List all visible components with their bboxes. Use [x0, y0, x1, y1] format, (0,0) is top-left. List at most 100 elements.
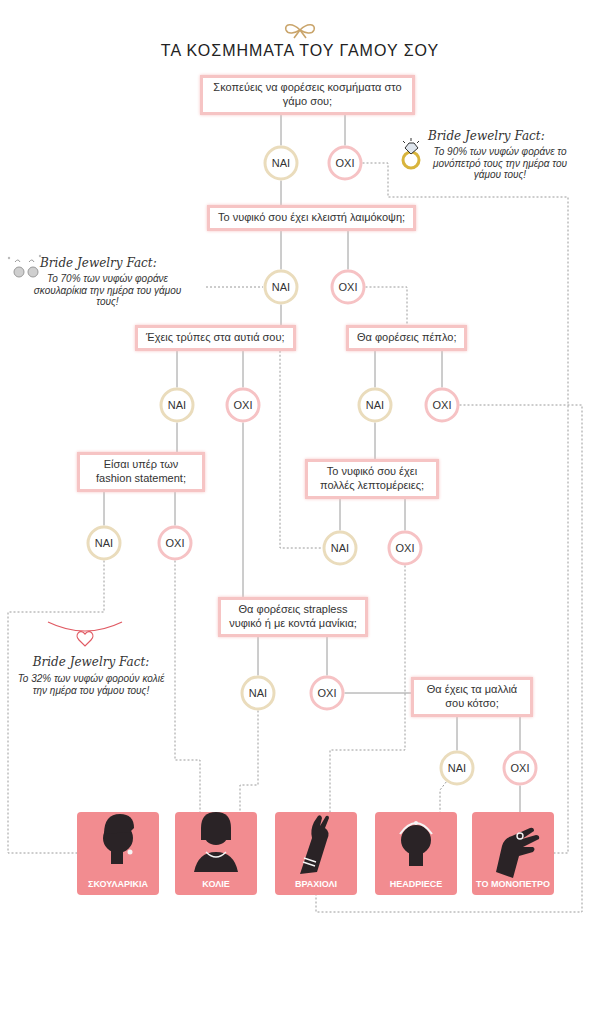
answer-circle: ΟΧΙ: [501, 749, 539, 787]
ring-hand-figure: [496, 828, 539, 878]
node-text: HEADPIECE: [390, 879, 443, 889]
connector: [243, 351, 244, 388]
connector: [316, 405, 582, 912]
leader-line: [206, 287, 263, 288]
node-text: Το νυφικό σου έχει πολλές λεπτομέρειες;: [316, 465, 428, 493]
circle-ring: [265, 271, 297, 303]
diagram-title: ΤΑ ΚΟΣΜΗΜΑΤΑ ΤΟΥ ΓΑΜΟΥ ΣΟΥ: [0, 42, 600, 60]
node-text: ΟΧΙ: [166, 537, 185, 549]
connector: [240, 711, 258, 813]
bracelet-figure: [300, 815, 329, 874]
node-text: ΝΑΙ: [331, 542, 349, 554]
circle-ring: [441, 752, 473, 784]
node-text: Είσαι υπέρ των fashion statement;: [88, 458, 194, 486]
node-text: ΝΑΙ: [249, 687, 267, 699]
connector: [348, 231, 349, 270]
fact-text: Το 70% των νυφών φοράνε σκουλαρίκια την …: [25, 273, 190, 308]
question-box: Είσαι υπέρ των fashion statement;: [77, 452, 205, 492]
earring-dot: [128, 850, 133, 855]
question-box: Σκοπεύεις να φορέσεις κοσμήματα στο γάμο…: [200, 75, 415, 115]
connector: [243, 423, 244, 598]
fact-text: Το 32% των νυφών φορούν κολιέ την ημέρα …: [15, 673, 167, 696]
circle-ring: [389, 532, 421, 564]
result-tile: ΣΚΟΥΛΑΡΙΚΙΑ: [77, 812, 159, 895]
question-box: Το νυφικό σου έχει πολλές λεπτομέρειες;: [305, 459, 439, 499]
connector: [442, 351, 443, 388]
result-tile: ΚΟΛΙΕ: [175, 812, 257, 895]
question-box: Έχεις τρύπες στα αυτιά σου;: [135, 325, 296, 351]
connector: [177, 351, 178, 388]
connector: [405, 499, 406, 531]
connector: [520, 786, 521, 813]
circle-ring: [265, 147, 297, 179]
connector: [327, 637, 328, 676]
fact-heading: Bride Jewelry Fact:: [40, 256, 210, 270]
connector: [340, 499, 341, 531]
circle-ring: [311, 677, 343, 709]
answer-circle: ΝΑΙ: [85, 524, 123, 562]
node-text: ΤΟ ΜΟΝΟΠΕΤΡΟ: [476, 879, 550, 889]
circle-ring: [159, 527, 191, 559]
earrings-figure: [103, 814, 134, 864]
connector: [440, 782, 446, 812]
node-text: Το νυφικό σου έχει κλειστή λαιμόκοψη;: [218, 211, 405, 225]
connector: [177, 423, 178, 453]
node-text: ΚΟΛΙΕ: [202, 879, 229, 889]
connector: [375, 423, 376, 460]
answer-circle: ΝΑΙ: [158, 386, 196, 424]
answer-circle: ΝΑΙ: [321, 529, 359, 567]
answer-circle: ΝΑΙ: [262, 144, 300, 182]
connector: [366, 287, 408, 325]
node-text: ΟΧΙ: [234, 399, 253, 411]
node-text: ΟΧΙ: [339, 281, 358, 293]
node-text: ΝΑΙ: [272, 157, 290, 169]
circle-ring: [227, 389, 259, 421]
connector: [175, 561, 200, 813]
node-text: ΟΧΙ: [336, 157, 355, 169]
connector: [345, 115, 346, 146]
ring-icon: [403, 138, 419, 168]
node-text: Θα έχεις τα μαλλιά σου κότσο;: [422, 683, 522, 711]
answer-circle: ΝΑΙ: [262, 268, 300, 306]
circle-ring: [161, 389, 193, 421]
circle-ring: [88, 527, 120, 559]
connector: [280, 351, 323, 548]
fact-text: Το 90% των νυφών φοράνε το μονόπετρό του…: [425, 146, 575, 181]
answer-circle: ΝΑΙ: [239, 674, 277, 712]
node-text: ΒΡΑΧΙΟΛΙ: [295, 879, 337, 889]
node-text: ΝΑΙ: [272, 281, 290, 293]
result-tiles: [77, 812, 554, 895]
node-text: ΝΑΙ: [168, 399, 186, 411]
necklace-icon: [48, 622, 122, 646]
node-text: Θα φορέσεις strapless νυφικό ή με κοντά …: [229, 603, 357, 631]
question-box: Το νυφικό σου έχει κλειστή λαιμόκοψη;: [207, 205, 416, 231]
connector: [258, 637, 259, 676]
node-text: ΟΧΙ: [396, 542, 415, 554]
answer-circle: ΟΧΙ: [423, 386, 461, 424]
result-tile: ΤΟ ΜΟΝΟΠΕΤΡΟ: [472, 812, 554, 895]
bow-icon: [286, 25, 315, 38]
result-tile: HEADPIECE: [375, 812, 457, 895]
connector: [281, 181, 282, 206]
circle-ring: [242, 677, 274, 709]
question-box: Θα φορέσεις strapless νυφικό ή με κοντά …: [218, 597, 368, 637]
fact-heading: Bride Jewelry Fact:: [15, 655, 167, 669]
connector: [281, 305, 282, 326]
node-text: Έχεις τρύπες στα αυτιά σου;: [146, 331, 285, 345]
headpiece-figure: [400, 821, 432, 866]
connector: [281, 115, 282, 146]
circle-ring: [324, 532, 356, 564]
connector: [520, 717, 521, 751]
node-text: ΟΧΙ: [433, 399, 452, 411]
necklace-figure: [194, 812, 238, 872]
connector: [375, 351, 376, 388]
circle-ring: [332, 271, 364, 303]
question-box: Θα φορέσεις πέπλο;: [346, 325, 467, 351]
result-tile: ΒΡΑΧΙΟΛΙ: [275, 812, 357, 895]
node-text: ΟΧΙ: [318, 687, 337, 699]
answer-circle: ΟΧΙ: [329, 268, 367, 306]
answer-circle: ΟΧΙ: [326, 144, 364, 182]
circle-ring: [426, 389, 458, 421]
node-text: ΟΧΙ: [511, 762, 530, 774]
